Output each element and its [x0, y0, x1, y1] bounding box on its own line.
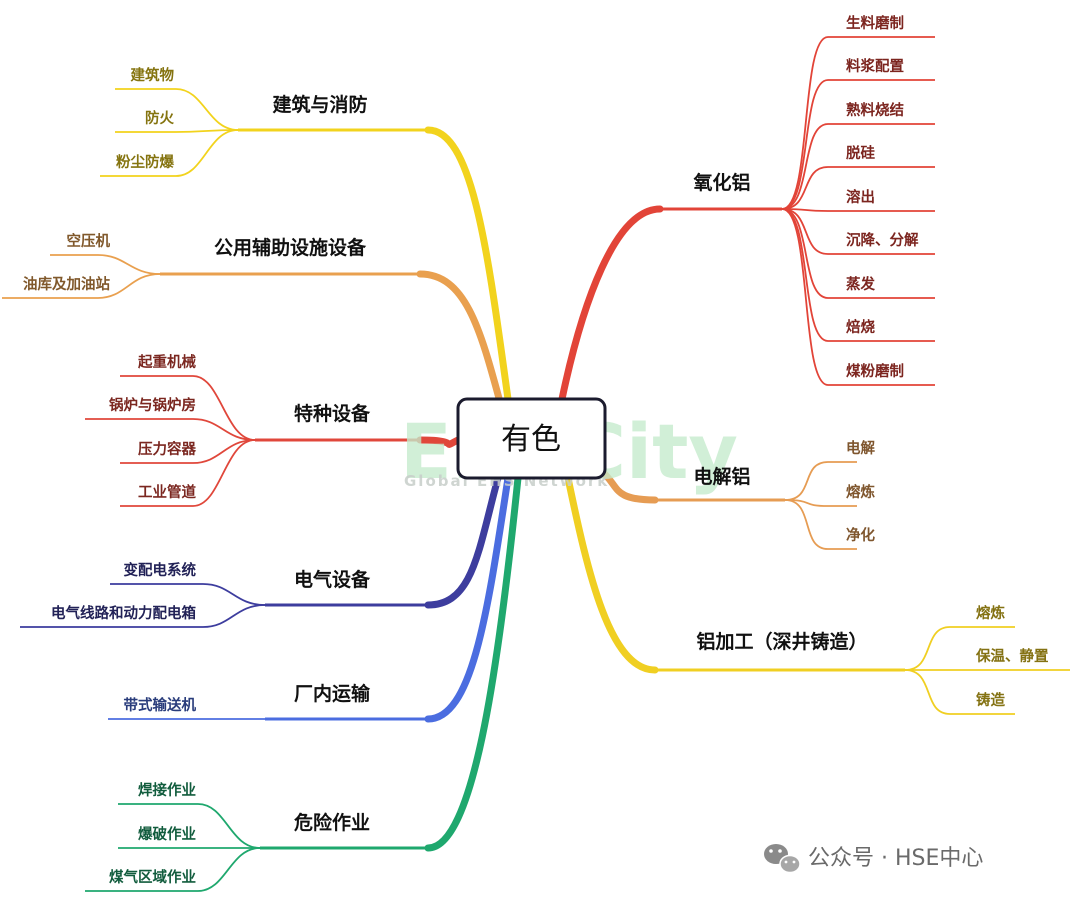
leaf-label: 焊接作业	[138, 781, 196, 799]
leaf-connector	[781, 166, 935, 210]
leaf-connector	[85, 418, 256, 441]
leaf-label: 铸造	[976, 691, 1005, 709]
leaf-connector	[781, 208, 935, 255]
footer-credit: 公众号 · HSE中心	[764, 844, 983, 874]
leaf-label: 电解	[846, 439, 875, 457]
branch-label: 电气设备	[294, 568, 371, 591]
leaf-connector	[100, 129, 239, 177]
leaf-connector	[781, 208, 935, 342]
branch-connector	[596, 466, 659, 504]
center-node-box	[456, 397, 607, 480]
branch-label: 危险作业	[294, 811, 370, 834]
leaf-label: 油库及加油站	[23, 275, 110, 293]
branch-connector	[416, 270, 504, 406]
leaf-label: 电气线路和动力配电箱	[51, 604, 196, 622]
leaf-label: 沉降、分解	[846, 231, 919, 249]
leaf-label: 压力容器	[138, 440, 196, 458]
leaf-label: 脱硅	[846, 144, 875, 162]
branch-connector	[416, 436, 462, 448]
leaf-connector	[784, 461, 857, 501]
leaf-label: 起重机械	[137, 353, 196, 371]
leaf-label: 焙烧	[846, 318, 875, 336]
leaf-label: 爆破作业	[138, 825, 196, 843]
leaf-connector	[781, 208, 935, 386]
leaf-connector	[50, 254, 161, 275]
leaf-connector	[115, 88, 239, 131]
branch-connector	[424, 474, 522, 852]
branch-label: 铝加工（深井铸造）	[696, 630, 867, 653]
leaf-connector	[904, 669, 1015, 715]
branch-label: 氧化铝	[693, 171, 750, 194]
branch-connector	[424, 126, 512, 403]
leaf-connector	[781, 208, 935, 299]
leaf-label: 粉尘防爆	[116, 153, 174, 171]
leaf-label: 料浆配置	[846, 57, 904, 75]
leaf-connector	[120, 375, 256, 441]
leaf-connector	[110, 583, 266, 606]
leaf-label: 蒸发	[846, 275, 875, 293]
leaf-connector	[781, 208, 935, 212]
leaf-label: 空压机	[67, 232, 111, 250]
center-node: 有色	[456, 397, 607, 480]
leaf-label: 建筑物	[131, 66, 175, 84]
leaf-connector	[2, 273, 161, 299]
branch-label: 厂内运输	[294, 682, 371, 705]
leaf-label: 净化	[846, 526, 875, 544]
leaf-label: 熔炼	[976, 604, 1005, 622]
leaf-connector	[115, 129, 239, 133]
branch-label: 电解铝	[693, 465, 750, 488]
leaf-connector	[781, 123, 935, 210]
leaf-connector	[784, 499, 857, 507]
leaf-connector	[784, 499, 857, 550]
leaf-connector	[781, 79, 935, 210]
leaf-label: 防火	[145, 109, 174, 127]
footer-prefix: 公众号 ·	[808, 846, 895, 871]
leaf-label: 熟料烧结	[846, 101, 904, 119]
connector-layer	[2, 36, 1070, 892]
leaf-connector	[120, 439, 256, 507]
branch-label: 建筑与消防	[272, 93, 367, 116]
leaf-label: 煤气区域作业	[109, 868, 196, 886]
leaf-connector	[85, 847, 261, 892]
leaf-label: 煤粉磨制	[846, 362, 904, 380]
leaf-label: 溶出	[846, 188, 875, 206]
footer-account: HSE中心	[895, 846, 983, 871]
branch-connector	[564, 474, 659, 674]
footer-text: 公众号 · HSE中心	[808, 846, 983, 871]
branch-connector	[558, 205, 664, 403]
leaf-connector	[904, 626, 1015, 671]
leaf-connector	[120, 439, 256, 464]
wechat-icon	[764, 844, 801, 874]
branch-label: 特种设备	[294, 402, 371, 425]
branch-connector	[424, 474, 502, 609]
leaf-label: 工业管道	[138, 483, 196, 501]
leaf-connector	[781, 36, 935, 210]
leaf-label: 保温、静置	[975, 647, 1049, 665]
branch-connector	[424, 474, 512, 723]
branch-label: 公用辅助设施设备	[214, 236, 367, 259]
leaf-connector	[20, 604, 266, 628]
leaf-label: 锅炉与锅炉房	[109, 396, 196, 414]
leaf-label: 带式输送机	[124, 696, 197, 714]
leaf-label: 生料磨制	[846, 14, 904, 32]
leaf-label: 变配电系统	[124, 561, 197, 579]
leaf-connector	[118, 803, 261, 849]
center-node-label: 有色	[501, 422, 561, 457]
leaf-label: 熔炼	[846, 483, 875, 501]
